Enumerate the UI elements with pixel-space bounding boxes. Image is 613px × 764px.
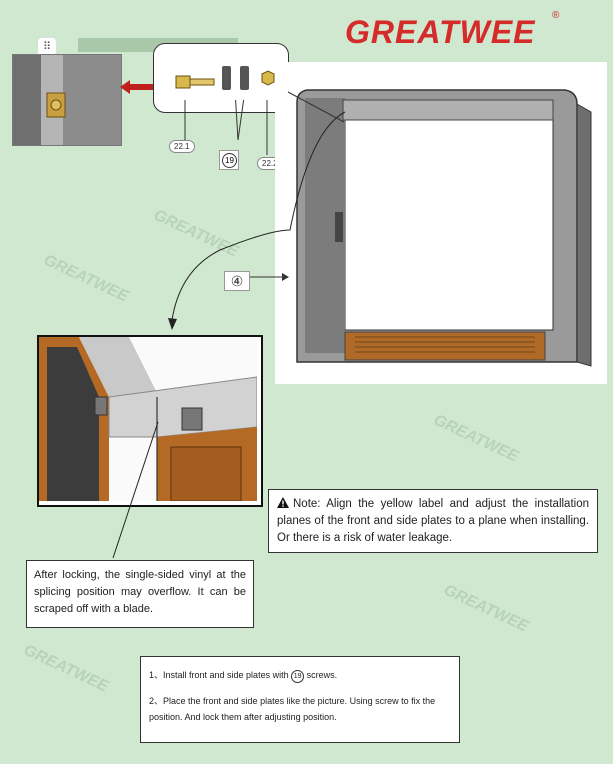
zoom-leader <box>287 91 345 123</box>
hinge-closeup-image <box>12 54 122 146</box>
warning-icon <box>277 497 289 508</box>
watermark: GREATWEE <box>40 251 131 306</box>
arrow-left-icon <box>120 80 156 94</box>
grip-icon[interactable]: ⠿ <box>38 38 56 56</box>
detail-leader <box>112 421 159 559</box>
watermark: GREATWEE <box>440 581 531 636</box>
brand-logo: GREATWEE <box>345 14 536 50</box>
watermark: GREATWEE <box>430 411 521 466</box>
callout-number: ④ <box>224 271 250 291</box>
note-text: Note: Align the yellow label and adjust … <box>277 498 589 544</box>
step-1-part-number: 19 <box>291 670 305 683</box>
watermark: GREATWEE <box>20 641 111 696</box>
step-1: 1、Install front and side plates with 19 … <box>149 667 451 683</box>
step-1-pre: 1、Install front and side plates with <box>149 670 289 680</box>
leader-lines <box>184 100 268 155</box>
hinge-closeup-drawing <box>13 55 121 145</box>
part-label-plates-box: 19 <box>219 150 239 170</box>
registered-mark: ® <box>552 10 560 21</box>
steps-box: 1、Install front and side plates with 19 … <box>140 656 460 743</box>
splice-detail-drawing <box>39 337 258 502</box>
cabinet-frame-drawing <box>296 89 592 367</box>
part-label-plates: 19 <box>222 153 237 168</box>
cabinet-frame-figure <box>275 62 607 384</box>
after-locking-text: After locking, the single-sided vinyl at… <box>34 569 246 615</box>
arrow-right-icon <box>247 273 289 281</box>
step-2: 2、Place the front and side plates like t… <box>149 696 436 722</box>
installation-note: Note: Align the yellow label and adjust … <box>268 489 598 553</box>
step-1-post: screws. <box>306 670 338 680</box>
curved-leader-arrow <box>168 111 346 330</box>
parts-callout <box>153 43 289 113</box>
part-label-bolt: 22.1 <box>169 140 195 153</box>
after-locking-note: After locking, the single-sided vinyl at… <box>26 560 254 628</box>
splice-detail-image <box>37 335 263 507</box>
parts-drawing <box>175 66 275 90</box>
